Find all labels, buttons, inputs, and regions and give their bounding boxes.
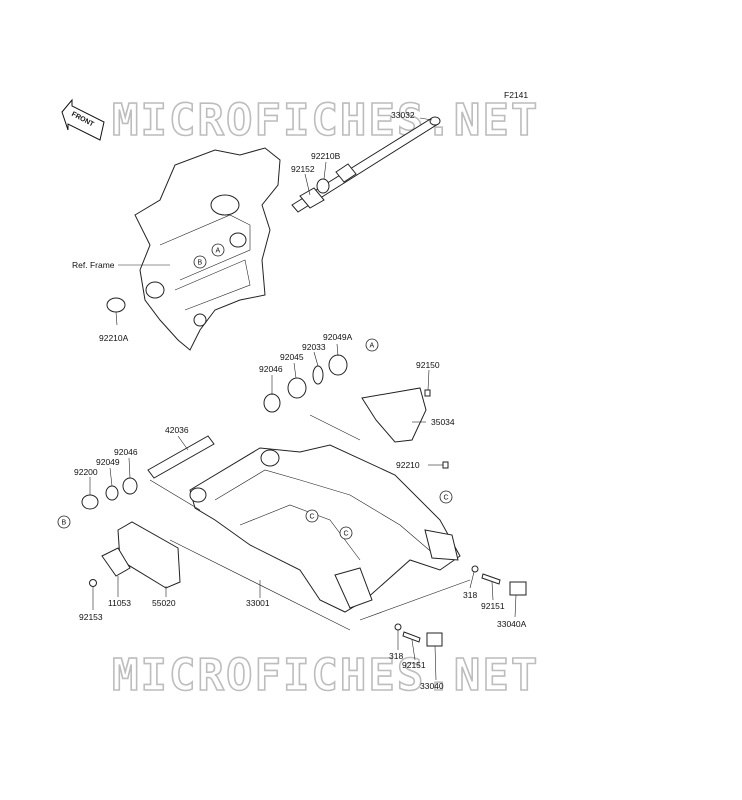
bolt-92153 — [89, 579, 97, 587]
callout-b-frame: B — [193, 255, 207, 269]
label-92153: 92153 — [79, 612, 103, 622]
label-33040: 33040 — [420, 681, 444, 691]
circlip-92033 — [312, 365, 324, 385]
nut-318-lower — [394, 623, 402, 631]
label-92045: 92045 — [280, 352, 304, 362]
callout-c-right: C — [439, 490, 453, 504]
callout-c-arm1: C — [305, 509, 319, 523]
bearing-92046-upper — [263, 393, 281, 413]
label-318-lower: 318 — [389, 651, 403, 661]
svg-text:A: A — [370, 343, 375, 350]
label-92152: 92152 — [291, 164, 315, 174]
label-55020: 55020 — [152, 598, 176, 608]
watermark-top: MICROFICHES.NET — [112, 95, 539, 146]
label-92151-right: 92151 — [481, 601, 505, 611]
label-92033: 92033 — [302, 342, 326, 352]
swing-arm-33001 — [189, 444, 461, 613]
label-42036: 42036 — [165, 425, 189, 435]
label-11053-text: 11053 — [108, 598, 131, 608]
sleeve-42036 — [147, 435, 215, 479]
bolt-92210 — [442, 461, 449, 469]
callout-a-bearings: A — [365, 338, 379, 352]
label-92046-upper: 92046 — [259, 364, 283, 374]
figure-code: F2141 — [504, 90, 528, 100]
bolt-92151-right — [481, 573, 501, 585]
callout-b-lower: B — [57, 515, 71, 529]
callout-c-arm2: C — [339, 526, 353, 540]
seal-92049 — [105, 485, 119, 501]
part-labels: 33032 92210B 92152 92210A 92049A 92033 9… — [72, 110, 527, 691]
svg-text:A: A — [216, 248, 221, 255]
chain-guard-35034 — [361, 387, 427, 443]
bracket-11053 — [101, 547, 131, 577]
label-92210a: 92210A — [99, 333, 129, 343]
front-arrow-icon: FRONT — [61, 98, 105, 141]
collar-92152 — [335, 163, 357, 183]
label-92049a: 92049A — [323, 332, 353, 342]
svg-text:B: B — [198, 260, 203, 267]
svg-text:C: C — [344, 531, 349, 538]
label-33032: 33032 — [391, 110, 415, 120]
slider-55020 — [117, 521, 181, 589]
label-92046-lower: 92046 — [114, 447, 138, 457]
label-92200: 92200 — [74, 467, 98, 477]
label-92049: 92049 — [96, 457, 120, 467]
bearing-92045 — [287, 377, 307, 399]
nut-92210b — [316, 178, 330, 194]
svg-text:C: C — [444, 495, 449, 502]
plate-33040 — [426, 632, 443, 647]
label-35034: 35034 — [431, 417, 455, 427]
label-92210b: 92210B — [311, 151, 341, 161]
bolt-92150 — [424, 389, 431, 397]
callout-a-frame: A — [211, 243, 225, 257]
label-92210: 92210 — [396, 460, 420, 470]
label-ref-frame: Ref. Frame — [72, 260, 115, 270]
leader-lines — [89, 117, 517, 681]
seal-92049a — [328, 354, 348, 376]
plate-33040a — [509, 581, 527, 596]
label-92151-lower: 92151 — [402, 660, 426, 670]
svg-text:B: B — [62, 520, 67, 527]
watermark-bottom: MICROFICHES.NET — [112, 650, 539, 701]
label-33001: 33001 — [246, 598, 270, 608]
label-33040a: 33040A — [497, 619, 527, 629]
nut-318-right — [471, 565, 479, 573]
washer-92200 — [81, 494, 99, 510]
bearing-92046-lower — [122, 477, 138, 495]
svg-text:C: C — [310, 514, 315, 521]
label-92150: 92150 — [416, 360, 440, 370]
label-318-right: 318 — [463, 590, 477, 600]
frame-ref — [134, 147, 281, 351]
bolt-92151-lower — [402, 631, 421, 643]
nut-92210a — [106, 297, 126, 313]
